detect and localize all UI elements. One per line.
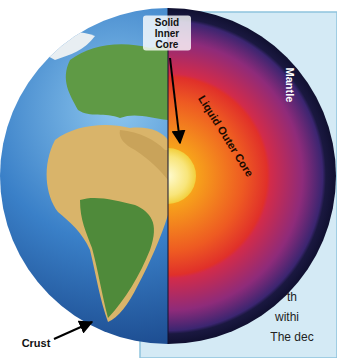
layer-label: Mantle <box>284 68 296 103</box>
panel-text: withi <box>275 311 299 324</box>
layer-label: Solid Inner Core <box>143 16 191 51</box>
layer-label: Crust <box>22 337 51 349</box>
leader-arrow <box>170 58 180 143</box>
earth-cross-section <box>168 8 336 344</box>
globe-surface <box>0 8 168 344</box>
cut-line <box>168 8 169 344</box>
panel-text: th <box>287 291 297 304</box>
panel-text: The dec <box>270 331 313 344</box>
leader-arrow <box>54 322 92 339</box>
